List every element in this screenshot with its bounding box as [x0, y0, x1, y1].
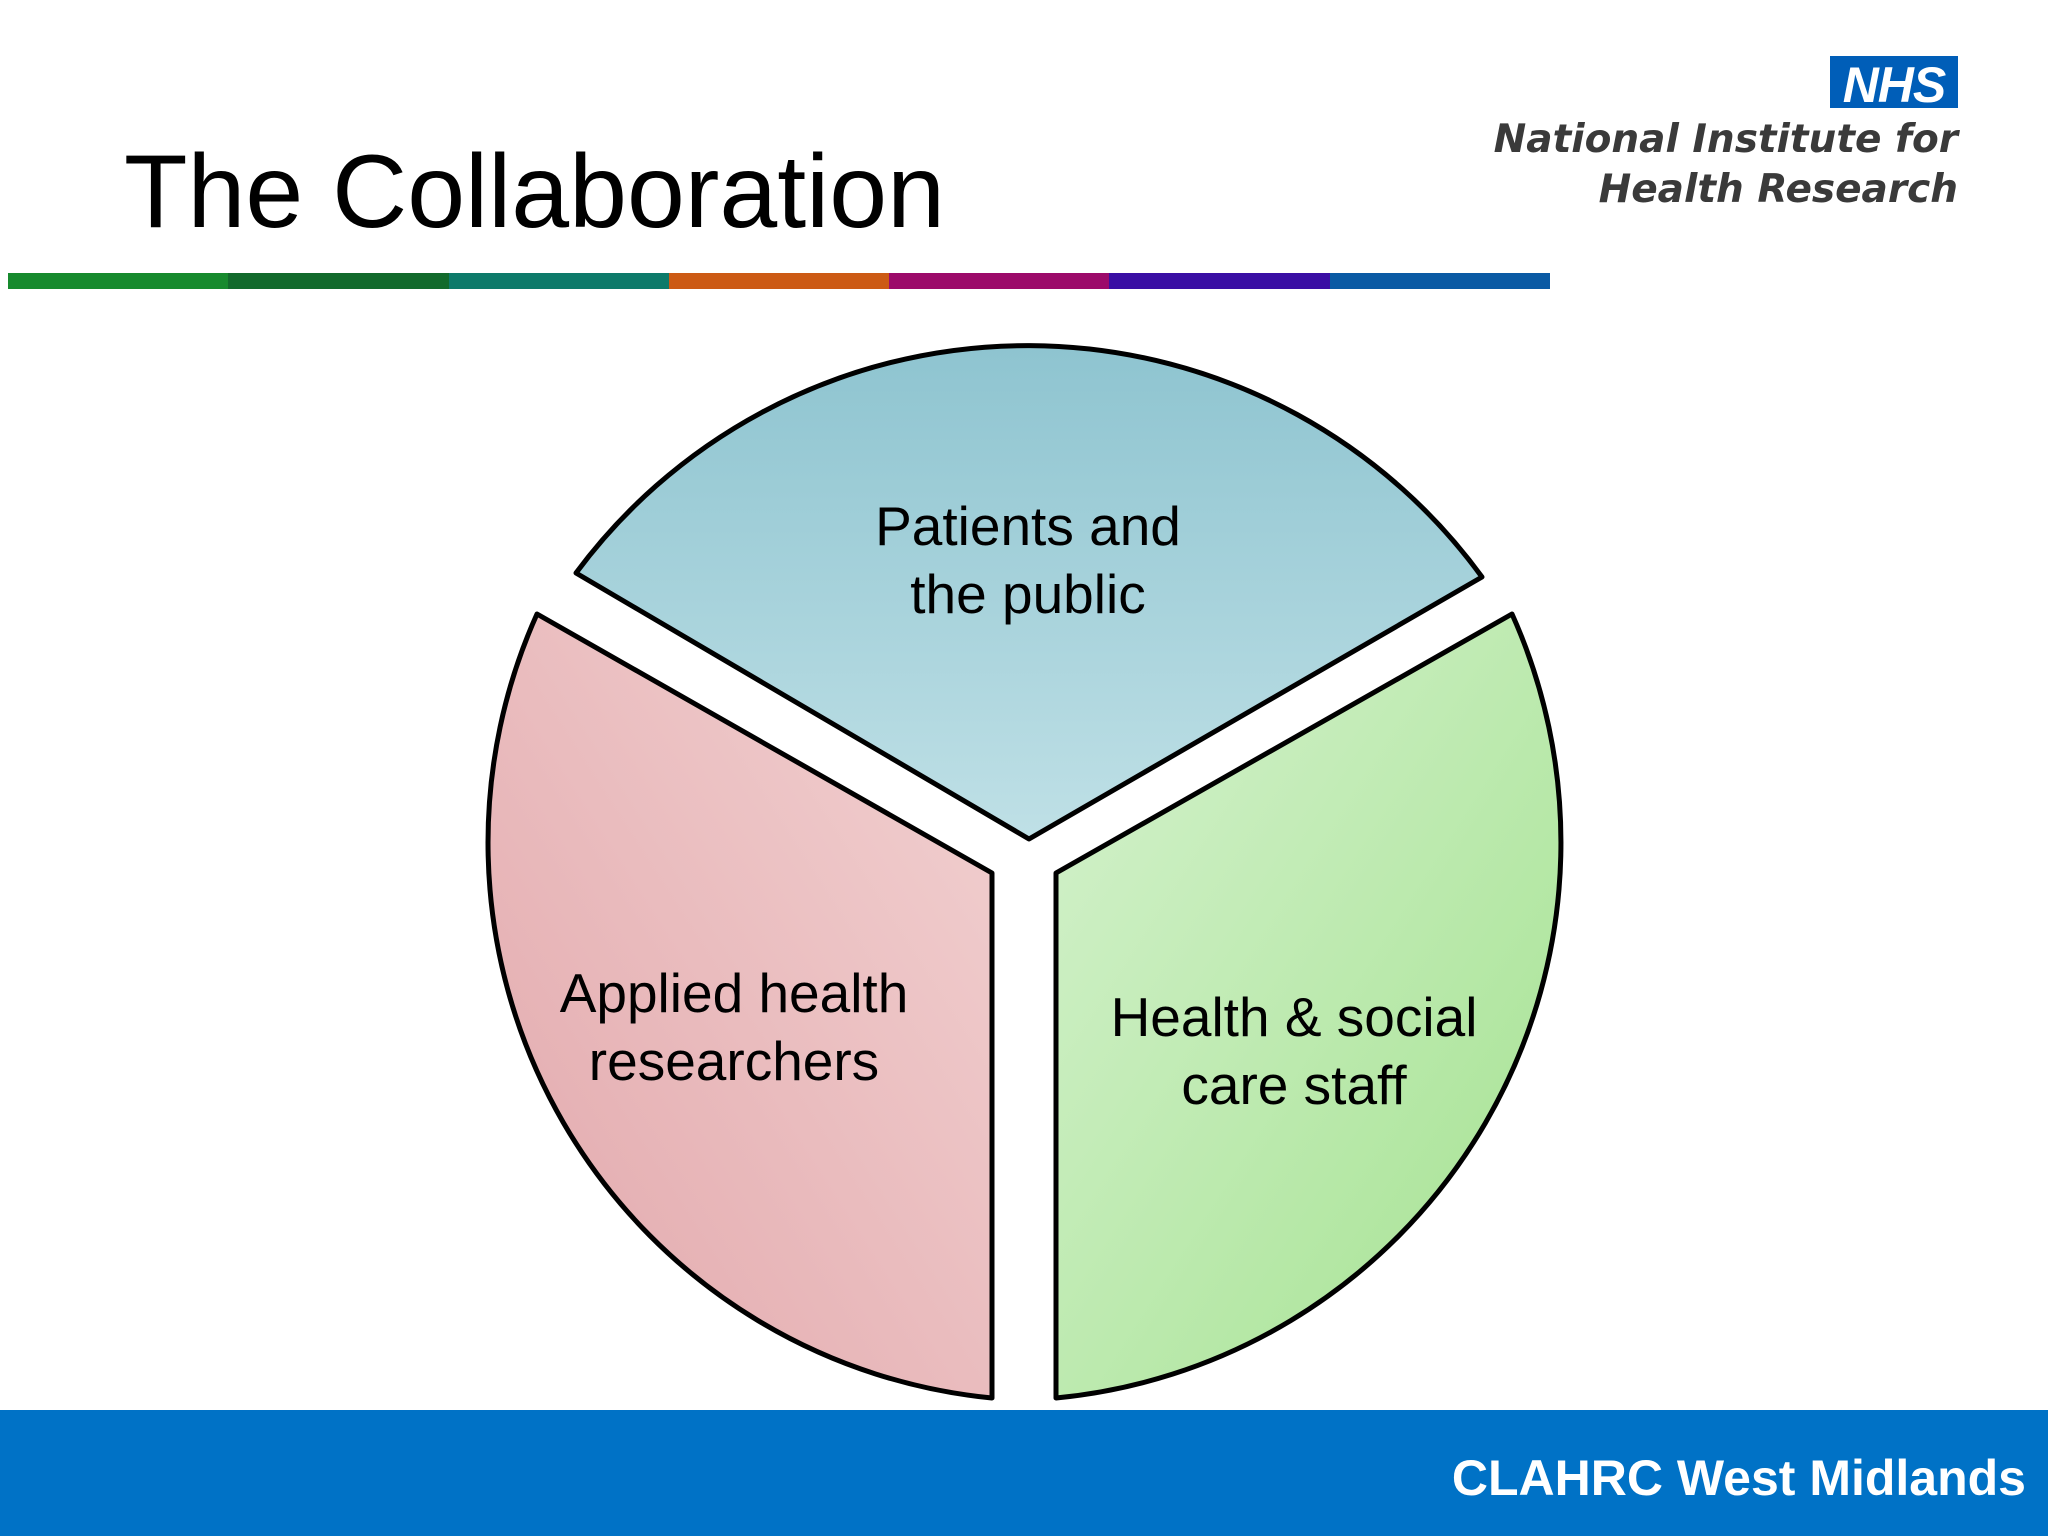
segment-label-line: care staff: [1181, 1054, 1407, 1116]
slide-title: The Collaboration: [124, 134, 945, 250]
segment-label-line: the public: [910, 563, 1145, 625]
nihr-logo: NHS National Institute for Health Resear…: [1494, 56, 1970, 216]
color-bar-segment: [228, 273, 449, 289]
segment-label-line: Applied health: [560, 962, 909, 1024]
color-bar-segment: [1329, 273, 1550, 289]
color-bar-segment: [889, 273, 1110, 289]
segment-label-line: Health & social: [1111, 986, 1478, 1048]
nhs-logo-badge: NHS: [1830, 56, 1958, 111]
color-bar-segment: [448, 273, 669, 289]
logo-line-1: National Institute for: [1493, 117, 1958, 162]
color-bar-segment: [668, 273, 890, 289]
segment-patients-public: [573, 343, 1485, 842]
segment-applied-researchers: [485, 611, 995, 1401]
footer-bar: CLAHRC West Midlands: [0, 1410, 2048, 1536]
color-bar-segment: [8, 273, 229, 289]
segment-label-line: Patients and: [875, 495, 1181, 557]
footer-title: CLAHRC West Midlands: [1451, 1450, 2026, 1506]
color-bar-segment: [1109, 273, 1330, 289]
logo-line-2: Health Research: [1598, 167, 1958, 212]
segment-label-line: researchers: [589, 1030, 879, 1092]
segment-health-social-care: [1053, 611, 1564, 1401]
color-divider-bar: [8, 273, 1550, 289]
